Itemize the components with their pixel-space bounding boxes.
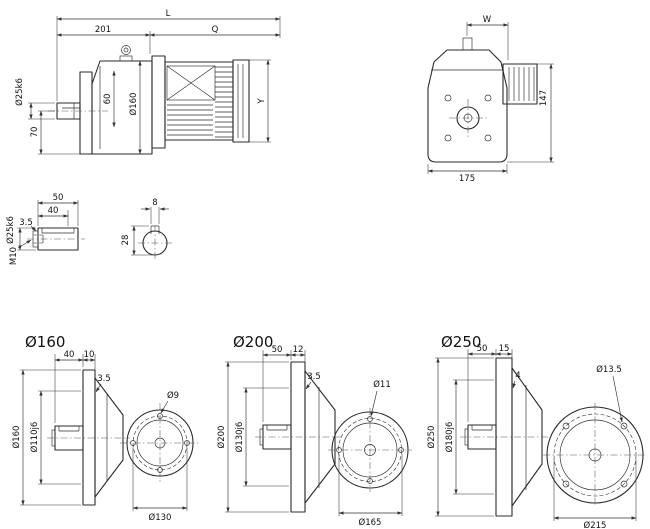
flange-250-face-dimensions: Ø13.5 Ø215: [553, 364, 637, 529]
dim-bolt-circle-label: Ø130: [149, 512, 172, 523]
bolt-circle: [132, 415, 188, 471]
dim-shaft-length-label: 50: [477, 344, 488, 354]
dim-step-label: 3.5: [19, 218, 33, 228]
dim-bolt-hole-label: Ø11: [373, 379, 391, 390]
dim-key-length-label: 40: [48, 206, 59, 216]
motor-body: [164, 61, 234, 141]
dim-shaft-diameter-label: Ø25k6: [5, 216, 16, 244]
flange-160-view: Ø160 40 10 3.5 Ø160 Ø110j6: [11, 333, 200, 523]
flange-250-title: Ø250: [441, 333, 481, 351]
dim-shaft-length-label: 40: [64, 350, 75, 360]
dim-width-label: 175: [459, 174, 475, 184]
flange-160-section-dimensions: 40 10 3.5 Ø160 Ø110j6: [11, 350, 111, 506]
front-flange: [79, 71, 93, 155]
housing-outline: [427, 49, 508, 163]
dim-bolt-circle-label: Ø165: [359, 517, 382, 528]
flange-250-view: Ø250 50 15 4 Ø250 Ø180j6: [426, 333, 647, 529]
dim-keyway-height-label: 28: [121, 235, 131, 246]
dim-shaft-diameter-label: Ø25k6: [14, 78, 25, 106]
flange-160-face-view: [120, 403, 200, 483]
dim-motor-height-label: Y: [257, 98, 267, 105]
flange-plate: [82, 369, 96, 506]
dim-keyway-width-label: 8: [152, 198, 157, 208]
flange-250-section-view: [460, 357, 549, 517]
dim-flange-thickness-label: 12: [293, 345, 304, 355]
eyebolt-icon: [121, 45, 131, 55]
housing-bolt-hole: [444, 94, 452, 102]
housing-bolt-hole: [444, 134, 452, 142]
eyebolt-hole: [123, 47, 129, 53]
shaft-detail-view: 50 40 3.5 Ø25k6 M10 8 28: [5, 193, 172, 265]
gear-housing: [91, 60, 153, 155]
flange-250-section-dimensions: 50 15 4 Ø250 Ø180j6: [426, 344, 521, 517]
input-stub: [462, 37, 473, 51]
dim-shaft-length-label: 50: [272, 345, 283, 355]
dim-outer-diameter-label: Ø200: [216, 426, 227, 449]
dim-motor-length-label: Q: [212, 25, 219, 35]
bolt-hole: [562, 480, 570, 488]
front-view-dimensions: W 147 175: [427, 15, 554, 184]
dim-spigot-diameter-label: Ø110j6: [29, 422, 40, 453]
dim-gear-unit-length-label: 201: [95, 25, 111, 35]
bolt-hole: [562, 422, 570, 430]
dim-terminal-box-width-label: W: [483, 15, 492, 25]
gearmotor-side-view: L 201 Q Ø25k6 70 60 Ø160 Y: [14, 9, 281, 155]
dim-overall-length-label: L: [166, 9, 171, 19]
shaft-detail-dimensions: 50 40 3.5 Ø25k6 M10: [5, 193, 79, 265]
housing-bolt-hole: [484, 94, 492, 102]
dim-height-label: 147: [539, 90, 549, 106]
gearmotor-front-view: W 147 175: [427, 15, 554, 184]
dim-outer-diameter-label: Ø160: [11, 426, 22, 449]
dim-step-label: 4: [515, 371, 520, 381]
front-view-outline: [427, 37, 538, 163]
motor-fins: [167, 66, 233, 138]
dim-bolt-hole-label: Ø9: [167, 390, 179, 401]
dim-foot-height-label: 70: [30, 127, 40, 138]
side-view-dimensions: L 201 Q Ø25k6 70 60 Ø160 Y: [14, 9, 281, 155]
housing-cone: [511, 367, 543, 507]
terminal-box: [166, 65, 216, 101]
keyway-dimensions: 8 28: [121, 198, 169, 256]
dim-flange-thickness-label: 10: [84, 350, 95, 360]
keyway-section: [138, 225, 172, 261]
motor-end: [502, 63, 538, 105]
eyebolt-base: [119, 55, 133, 62]
flange-200-section-view: [255, 361, 342, 513]
housing-cone: [94, 377, 124, 498]
dim-step-label: 3.5: [97, 374, 111, 384]
bolt-hole: [620, 480, 628, 488]
dim-spigot-diameter-label: Ø130j6: [234, 422, 245, 453]
motor-end-fins: [508, 67, 535, 101]
dim-shaft-height-label: 60: [103, 94, 113, 105]
shaft-detail-outline: [27, 227, 85, 251]
housing-bolt-hole: [484, 134, 492, 142]
flange-200-face-dimensions: Ø11 Ø165: [338, 379, 403, 528]
dim-flange-thickness-label: 15: [499, 344, 510, 354]
dim-length-total-label: 50: [53, 193, 64, 203]
dim-case-diameter-label: Ø160: [128, 93, 139, 116]
flange-200-title: Ø200: [233, 333, 273, 351]
flange-200-view: Ø200 50 12 3.5 Ø200 Ø130j6: [216, 333, 412, 528]
side-view-outline: [48, 45, 250, 155]
dim-spigot-diameter-label: Ø180j6: [444, 422, 455, 453]
dim-step-label: 3.5: [307, 372, 321, 382]
fan-cowl: [232, 59, 250, 143]
dim-tapped-hole-label: M10: [9, 247, 19, 265]
flange-250-face-view: [543, 403, 647, 507]
flange-160-face-dimensions: Ø9 Ø130: [132, 390, 188, 523]
dim-bolt-circle-label: Ø215: [584, 520, 607, 529]
dim-bolt-hole-label: Ø13.5: [596, 364, 622, 375]
bolt-hole: [620, 422, 628, 430]
flange-160-title: Ø160: [25, 333, 65, 351]
motor-flange: [151, 55, 166, 149]
dim-outer-diameter-label: Ø250: [426, 426, 437, 449]
flange-200-face-view: [328, 408, 412, 492]
flange-160-section-view: [47, 369, 130, 506]
flange-200-section-dimensions: 50 12 3.5 Ø200 Ø130j6: [216, 345, 321, 513]
